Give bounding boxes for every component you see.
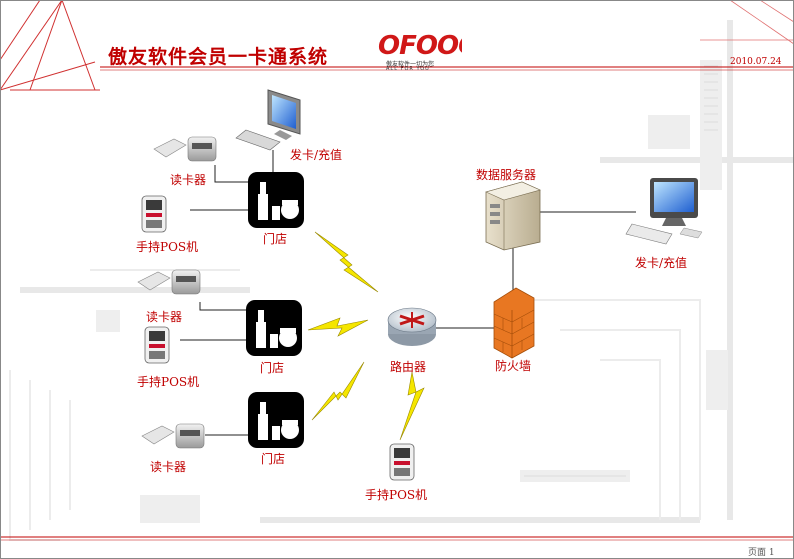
label-store-2: 门店 [260, 361, 285, 375]
card-reader-icon [137, 269, 201, 295]
label-issue-terminal-top: 发卡/充值 [290, 148, 343, 162]
lightning-icon [314, 231, 379, 293]
network-connections [180, 150, 636, 436]
lightning-icon [307, 317, 369, 337]
computer-icon [625, 178, 703, 245]
label-pos-bottom: 手持POS机 [365, 488, 428, 502]
firewall-icon [493, 287, 535, 359]
label-pos-2: 手持POS机 [137, 375, 200, 389]
slide-title: 傲友软件会员一卡通系统 [108, 46, 329, 68]
link-reader2-store2 [199, 302, 246, 311]
logo-tagline-en: ALL FOR YOU [386, 66, 430, 72]
store-icon [248, 392, 304, 448]
label-store-1: 门店 [263, 232, 288, 246]
brand-logo: OFOOO [378, 31, 462, 60]
store-icon [248, 172, 304, 228]
router-icon [387, 307, 437, 346]
pos-terminal-icon [144, 326, 170, 364]
card-reader-icon [141, 423, 205, 449]
link-reader1-store1 [214, 165, 248, 183]
store-icon [246, 300, 302, 356]
label-reader-1: 读卡器 [170, 173, 207, 187]
pos-terminal-icon [141, 195, 167, 233]
label-firewall: 防火墙 [495, 359, 532, 373]
card-reader-icon [153, 136, 217, 162]
label-reader-3: 读卡器 [150, 460, 187, 474]
computer-icon [235, 89, 301, 151]
label-data-server: 数据服务器 [476, 168, 537, 182]
logo-text: OFOOO [378, 31, 462, 60]
pos-terminal-icon [389, 443, 415, 481]
slide-date: 2010.07.24 [730, 57, 782, 67]
label-store-3: 门店 [261, 452, 286, 466]
lightning-icon [399, 371, 425, 441]
label-router: 路由器 [390, 360, 427, 374]
lightning-icon [311, 361, 365, 421]
label-issue-terminal-right: 发卡/充值 [635, 256, 688, 270]
server-icon [485, 181, 541, 251]
logo-tagline: 傲友软件一切为您 [386, 61, 435, 68]
label-pos-1: 手持POS机 [136, 240, 199, 254]
label-reader-2: 读卡器 [146, 310, 183, 324]
page-number: 页面 1 [748, 548, 775, 558]
